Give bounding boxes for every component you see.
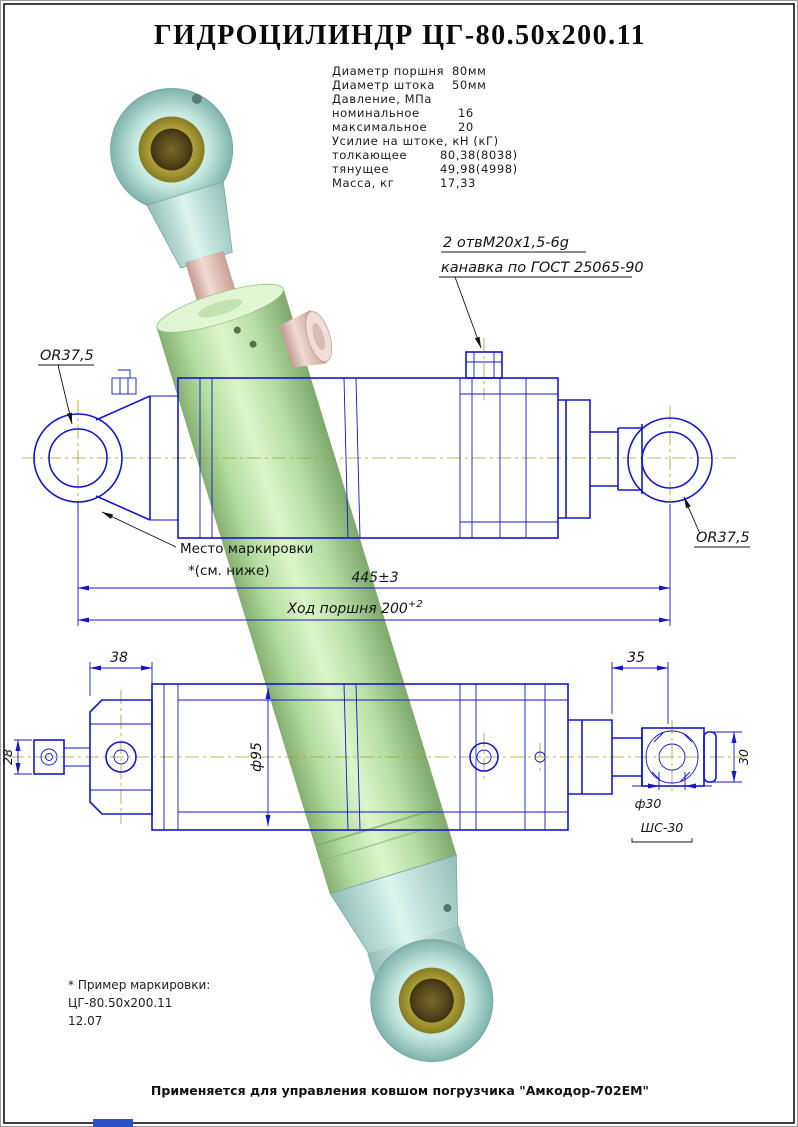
bearing-type-label: ШС-30 [641, 820, 684, 835]
spec-label: толкающее [332, 148, 407, 162]
spec-label: Масса, кг [332, 176, 394, 190]
port-hole-plan [469, 742, 499, 772]
gland-outline [558, 399, 591, 519]
callout-threaded-holes: 2 отвМ20х1,5-6g [443, 235, 569, 251]
callout-groove: канавка по ГОСТ 25065-90 [441, 260, 644, 276]
bottom-blue-artifact [93, 1119, 133, 1127]
dim-overall-length: 445±3 [351, 570, 398, 586]
render-bottom-eye [370, 939, 494, 1063]
marking-example-title: * Пример маркировки: [68, 978, 210, 992]
spec-value: 20 [458, 120, 474, 134]
marking-example-date: 12.07 [68, 1014, 102, 1028]
dim-rod-end-length: 35 [627, 650, 645, 666]
application-note: Применяется для управления ковшом погруз… [151, 1083, 649, 1098]
render-body [156, 283, 457, 895]
spec-value: 16 [458, 106, 474, 120]
render-top-eye [110, 87, 234, 269]
dim-fitting-height: 28 [0, 749, 15, 765]
rod-eye-outer [627, 417, 713, 503]
dim-bore-diameter: ф30 [635, 796, 662, 811]
bearing-bore [658, 743, 686, 771]
dim-bearing-width: 30 [736, 749, 751, 765]
spec-value: 50мм [452, 78, 486, 92]
grease-fitting-plan [33, 739, 65, 775]
spec-label: номинальное [332, 106, 420, 120]
spec-label: максимальное [332, 120, 427, 134]
spec-value: 17,33 [440, 176, 476, 190]
spec-value: 49,98(4998) [440, 162, 518, 176]
spec-value: 80мм [452, 64, 486, 78]
plan-view-drawing: 38 28 ф95 35 30 ф30 ШС-30 [0, 650, 751, 843]
bearing-outer-ring [645, 730, 699, 784]
rod-eye-bore [641, 431, 699, 489]
dim-clevis-width: 38 [110, 650, 128, 666]
port-boss [465, 351, 503, 379]
spec-table: Диаметр поршня 80мм Диаметр штока 50мм Д… [332, 64, 518, 190]
marking-example-code: ЦГ-80.50х200.11 [68, 996, 172, 1010]
annotations: 2 отвМ20х1,5-6g канавка по ГОСТ 25065-90… [38, 235, 750, 579]
callout-marking-see-below: *(см. ниже) [188, 563, 270, 579]
spec-label: Диаметр штока [332, 78, 435, 92]
render-port [279, 309, 333, 368]
footer: * Пример маркировки: ЦГ-80.50х200.11 12.… [68, 978, 649, 1098]
small-port-plan [534, 751, 546, 763]
spec-label: Усилие на штоке, кН (кГ) [332, 134, 499, 148]
sheet-border [3, 3, 795, 1124]
spec-value: 80,38(8038) [440, 148, 518, 162]
callout-marking-place: Место маркировки [180, 541, 313, 557]
dim-body-diameter: ф95 [249, 742, 265, 772]
clevis-eye-bore [48, 428, 108, 488]
spec-label: тянущее [332, 162, 389, 176]
drawing-title: ГИДРОЦИЛИНДР ЦГ-80.50х200.11 [154, 20, 646, 51]
cylinder-body-outline [177, 377, 559, 539]
side-view-drawing: 445±3 Ход поршня 200+2 [22, 338, 736, 626]
spec-label: Диаметр поршня [332, 64, 444, 78]
grease-fitting-side [111, 377, 137, 395]
callout-or-ring-left: OR37,5 [40, 348, 94, 364]
dim-stroke: Ход поршня 200+2 [286, 599, 422, 617]
callout-or-ring-right: OR37,5 [696, 530, 750, 546]
cylinder-3d-render [110, 87, 494, 1063]
break-lines [343, 377, 361, 539]
spec-label: Давление, МПа [332, 92, 432, 106]
